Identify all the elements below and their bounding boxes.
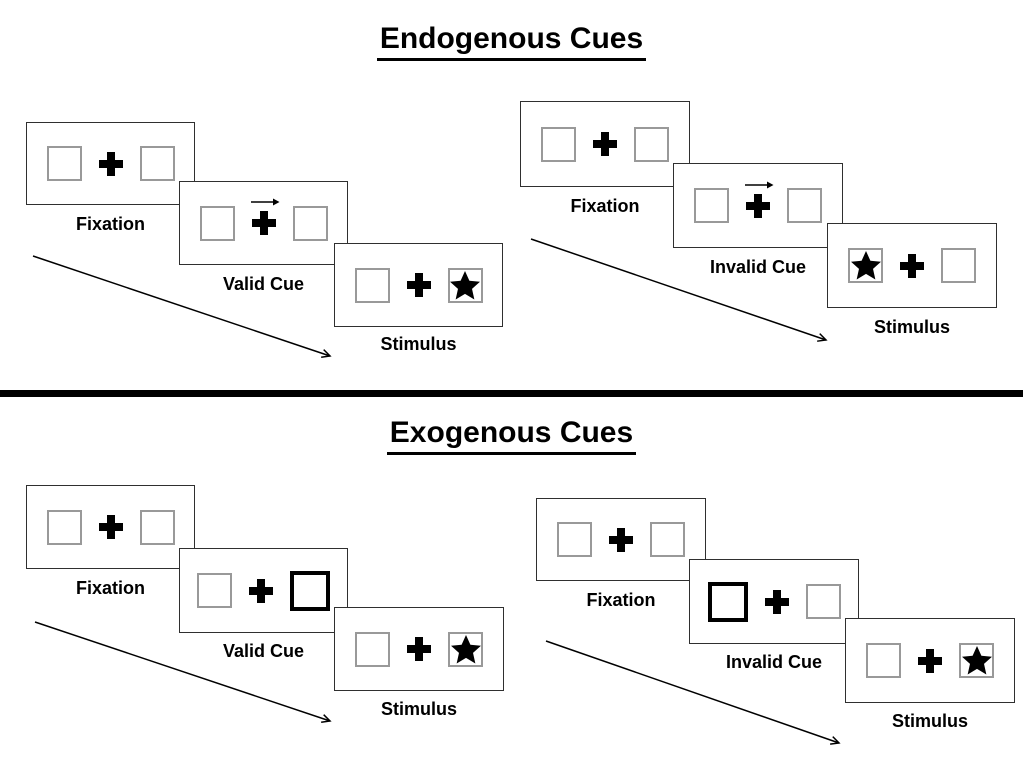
fixation-cross-icon <box>249 578 273 603</box>
fixation-cross-icon <box>251 211 276 235</box>
section-title-endogenous: Endogenous Cues <box>0 22 1023 61</box>
cue-panel <box>179 181 348 265</box>
section-title-text: Exogenous Cues <box>386 416 637 455</box>
right-placeholder-box <box>787 188 822 223</box>
left-placeholder-box <box>199 205 235 241</box>
cue-label: Invalid Cue <box>709 257 807 277</box>
stimulus-label: Stimulus <box>380 334 457 354</box>
fixation-cross-icon <box>98 151 123 176</box>
fixation-cross-icon <box>593 132 617 156</box>
right-placeholder-box <box>139 509 175 545</box>
section-title-text: Endogenous Cues <box>376 22 647 61</box>
stimulus-panel <box>845 618 1015 703</box>
fixation-cross-icon <box>764 589 789 614</box>
left-placeholder-box <box>557 522 592 557</box>
sequence-arrow-icon <box>34 621 332 723</box>
fixation-label: Fixation <box>586 590 656 610</box>
sequence-arrow-icon <box>545 640 841 745</box>
fixation-cross-icon <box>918 648 942 673</box>
fixation-cross-icon <box>746 193 770 218</box>
left-placeholder-box <box>541 126 576 162</box>
star-icon <box>850 251 881 280</box>
stimulus-panel <box>827 223 997 308</box>
fixation-panel <box>520 101 690 187</box>
cue-label: Invalid Cue <box>725 652 823 672</box>
right-placeholder-box <box>139 146 175 181</box>
highlighted-cue-box <box>290 570 330 611</box>
left-placeholder-box <box>354 267 390 303</box>
right-placeholder-box <box>650 522 685 557</box>
cue-label: Valid Cue <box>222 274 305 294</box>
fixation-cross-icon <box>609 527 633 552</box>
star-icon <box>450 634 481 663</box>
left-placeholder-box <box>46 146 82 181</box>
right-placeholder-box <box>448 631 483 667</box>
cue-label: Valid Cue <box>222 641 305 661</box>
section-title-exogenous: Exogenous Cues <box>0 416 1023 455</box>
left-placeholder-box <box>46 509 82 545</box>
stimulus-label: Stimulus <box>891 711 968 731</box>
left-placeholder-box <box>848 248 883 283</box>
right-placeholder-box <box>959 643 994 678</box>
highlighted-cue-box <box>707 581 748 622</box>
fixation-cross-icon <box>900 253 924 278</box>
star-icon <box>961 646 992 675</box>
cue-arrow-right-icon <box>250 198 279 206</box>
cue-arrow-right-icon <box>745 181 774 188</box>
right-placeholder-box <box>634 126 669 162</box>
left-placeholder-box <box>694 188 729 223</box>
right-placeholder-box <box>447 267 483 303</box>
fixation-label: Fixation <box>75 578 145 598</box>
stimulus-panel <box>334 243 503 327</box>
stimulus-label: Stimulus <box>873 317 950 337</box>
right-placeholder-box <box>292 205 328 241</box>
fixation-cross-icon <box>407 637 431 661</box>
fixation-panel <box>536 498 706 581</box>
fixation-cross-icon <box>98 515 123 539</box>
fixation-label: Fixation <box>570 196 640 216</box>
left-placeholder-box <box>197 573 232 608</box>
cue-panel <box>689 559 859 644</box>
fixation-cross-icon <box>406 273 431 297</box>
sequence-arrow-icon <box>32 255 332 358</box>
right-placeholder-box <box>941 248 976 283</box>
stimulus-panel <box>334 607 504 691</box>
cue-panel <box>179 548 348 633</box>
fixation-panel <box>26 485 195 569</box>
stimulus-label: Stimulus <box>380 699 457 719</box>
right-placeholder-box <box>805 584 841 619</box>
section-divider <box>0 390 1023 397</box>
fixation-label: Fixation <box>75 214 145 234</box>
fixation-panel <box>26 122 195 205</box>
left-placeholder-box <box>355 631 390 667</box>
star-icon <box>450 270 480 299</box>
cue-panel <box>673 163 843 248</box>
left-placeholder-box <box>866 643 901 678</box>
sequence-arrow-icon <box>530 238 828 342</box>
